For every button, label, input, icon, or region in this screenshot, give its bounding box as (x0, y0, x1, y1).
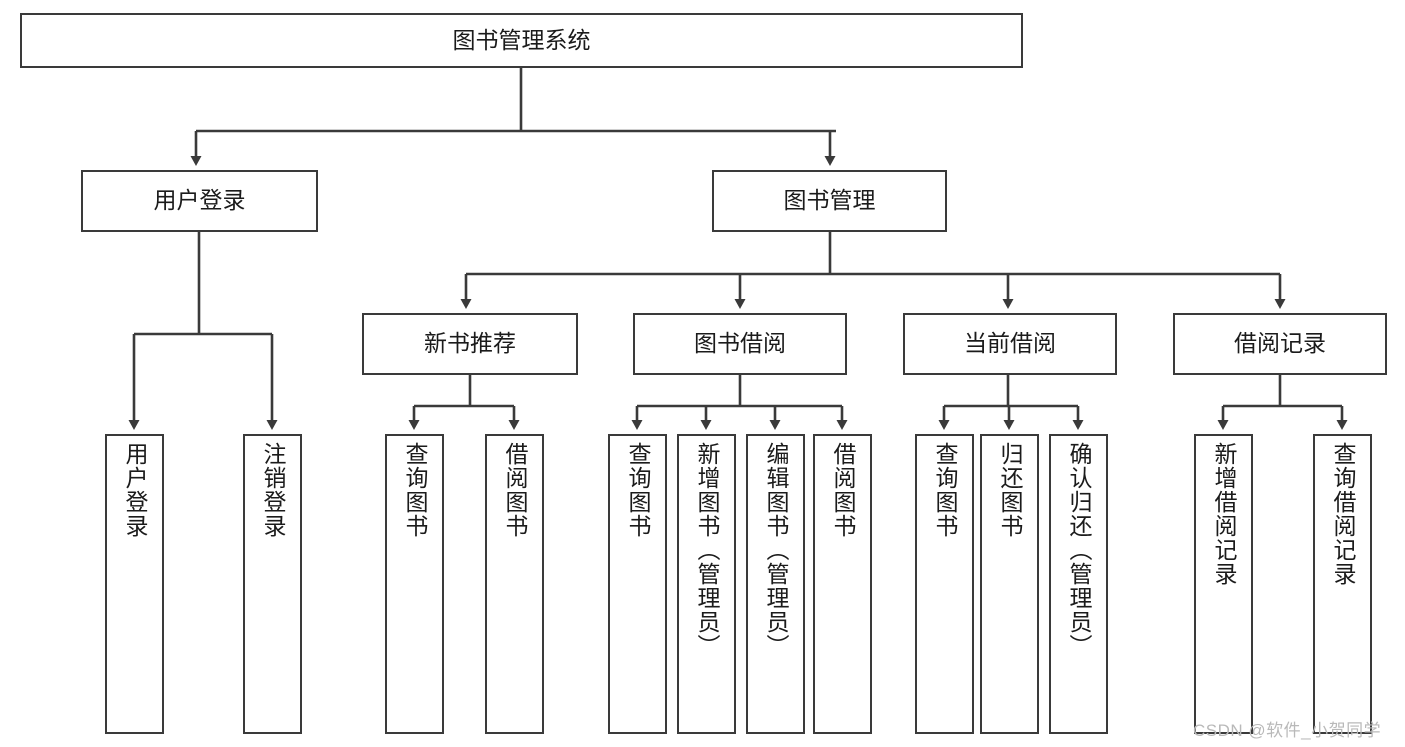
node-book-management-label: 图书管理 (783, 187, 876, 214)
node-root[interactable]: 图书管理系统 (20, 13, 1023, 68)
node-user-login-action[interactable]: 用户登录 (105, 434, 164, 734)
node-add-borrow-record-label: 新增借阅记录 (1211, 442, 1237, 586)
node-query-borrow-record-label: 查询借阅记录 (1330, 442, 1356, 586)
node-book-borrow-label: 图书借阅 (694, 330, 786, 357)
node-edit-book-admin[interactable]: 编辑图书（管理员） (746, 434, 805, 734)
node-query-books-rec[interactable]: 查询图书 (385, 434, 444, 734)
node-edit-book-admin-label: 编辑图书（管理员） (763, 442, 789, 658)
node-query-books-rec-label: 查询图书 (402, 442, 428, 538)
node-query-borrow-record[interactable]: 查询借阅记录 (1313, 434, 1372, 734)
node-borrow-book-action[interactable]: 借阅图书 (813, 434, 872, 734)
node-borrow-books-rec-label: 借阅图书 (502, 442, 528, 538)
node-current-borrow[interactable]: 当前借阅 (903, 313, 1117, 375)
node-user-login-action-label: 用户登录 (122, 442, 148, 538)
node-confirm-return-admin-label: 确认归还（管理员） (1066, 442, 1092, 658)
node-query-books-current-label: 查询图书 (932, 442, 958, 538)
node-current-borrow-label: 当前借阅 (964, 330, 1056, 357)
node-logout-action-label: 注销登录 (260, 442, 286, 538)
node-user-login-label: 用户登录 (153, 187, 246, 214)
node-book-management[interactable]: 图书管理 (712, 170, 947, 232)
node-borrow-records-label: 借阅记录 (1234, 330, 1326, 357)
csdn-watermark: CSDN @软件_小贺同学 (1193, 721, 1382, 740)
node-book-borrow[interactable]: 图书借阅 (633, 313, 847, 375)
node-logout-action[interactable]: 注销登录 (243, 434, 302, 734)
node-return-book-label: 归还图书 (997, 442, 1023, 538)
node-new-book-recommend[interactable]: 新书推荐 (362, 313, 578, 375)
node-borrow-books-rec[interactable]: 借阅图书 (485, 434, 544, 734)
node-new-book-recommend-label: 新书推荐 (424, 330, 516, 357)
node-query-books-current[interactable]: 查询图书 (915, 434, 974, 734)
node-borrow-book-action-label: 借阅图书 (830, 442, 856, 538)
node-add-book-admin[interactable]: 新增图书（管理员） (677, 434, 736, 734)
node-query-books-borrow[interactable]: 查询图书 (608, 434, 667, 734)
node-root-label: 图书管理系统 (452, 26, 591, 53)
node-user-login[interactable]: 用户登录 (81, 170, 318, 232)
node-borrow-records[interactable]: 借阅记录 (1173, 313, 1387, 375)
node-confirm-return-admin[interactable]: 确认归还（管理员） (1049, 434, 1108, 734)
node-query-books-borrow-label: 查询图书 (625, 442, 651, 538)
node-return-book[interactable]: 归还图书 (980, 434, 1039, 734)
node-add-book-admin-label: 新增图书（管理员） (694, 442, 720, 658)
node-add-borrow-record[interactable]: 新增借阅记录 (1194, 434, 1253, 734)
